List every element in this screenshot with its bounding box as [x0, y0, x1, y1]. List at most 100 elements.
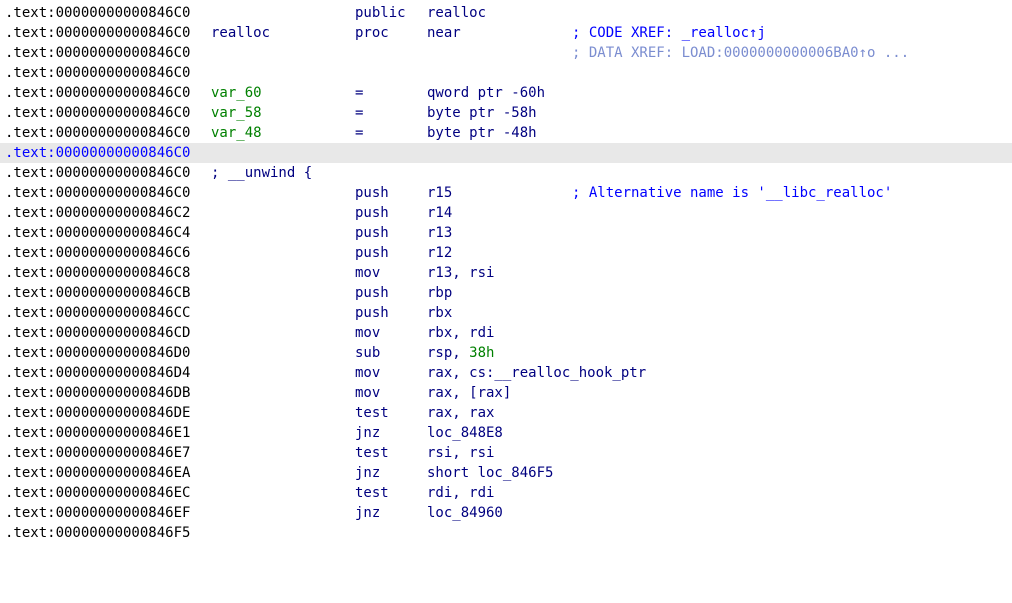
line-address: .text:00000000000846C8 [5, 265, 191, 281]
instruction-mnemonic: push [355, 285, 389, 301]
immediate-value: 38h [469, 345, 495, 361]
instruction-operands[interactable]: r13, rsi [427, 265, 495, 281]
instruction-operands[interactable]: rbx, rdi [427, 325, 495, 341]
instruction-operands[interactable]: rsi, rsi [427, 445, 495, 461]
instruction-mnemonic: jnz [355, 465, 381, 481]
line-address: .text:00000000000846E7 [5, 445, 191, 461]
instruction-mnemonic: push [355, 305, 389, 321]
instruction-mnemonic: push [355, 245, 389, 261]
instruction-mnemonic: test [355, 445, 389, 461]
listing-line[interactable]: .text:00000000000846DE test rax, rax [0, 403, 1012, 423]
listing-line-selected[interactable]: .text:00000000000846C0 [0, 143, 1012, 163]
line-address: .text:00000000000846C4 [5, 225, 191, 241]
instruction-operands[interactable]: rax, cs:__realloc_hook_ptr [427, 365, 647, 381]
listing-line[interactable]: .text:00000000000846C0 ; __unwind { [0, 163, 1012, 183]
instruction-mnemonic: push [355, 225, 389, 241]
line-address: .text:00000000000846EF [5, 505, 191, 521]
line-directive: public [355, 5, 406, 21]
listing-line[interactable]: .text:00000000000846C0 push r15 ; Altern… [0, 183, 1012, 203]
listing-line[interactable]: .text:00000000000846CD mov rbx, rdi [0, 323, 1012, 343]
unwind-comment: ; __unwind { [211, 165, 313, 181]
line-address: .text:00000000000846CB [5, 285, 191, 301]
line-operands: byte ptr -58h [427, 105, 537, 121]
listing-line[interactable]: .text:00000000000846E7 test rsi, rsi [0, 443, 1012, 463]
line-directive: = [355, 85, 364, 101]
instruction-mnemonic: push [355, 205, 389, 221]
instruction-mnemonic: test [355, 405, 389, 421]
listing-line[interactable]: .text:00000000000846EC test rdi, rdi [0, 483, 1012, 503]
stack-variable[interactable]: var_60 [211, 85, 262, 101]
line-address: .text:00000000000846C0 [5, 145, 191, 161]
line-address: .text:00000000000846C0 [5, 125, 191, 141]
line-address: .text:00000000000846D0 [5, 345, 191, 361]
xref-comment[interactable]: ; DATA XREF: LOAD:0000000000006BA0↑o ... [572, 45, 910, 61]
listing-line[interactable]: .text:00000000000846C2 push r14 [0, 203, 1012, 223]
listing-line[interactable]: .text:00000000000846E1 jnz loc_848E8 [0, 423, 1012, 443]
instruction-operands[interactable]: rax, rax [427, 405, 495, 421]
line-address: .text:00000000000846C0 [5, 65, 191, 81]
line-operands: byte ptr -48h [427, 125, 537, 141]
listing-line[interactable]: .text:00000000000846F5 [0, 523, 1012, 543]
instruction-operands[interactable]: r14 [427, 205, 453, 221]
listing-line[interactable]: .text:00000000000846D4 mov rax, cs:__rea… [0, 363, 1012, 383]
line-comment: ; Alternative name is '__libc_realloc' [572, 185, 893, 201]
listing-line[interactable]: .text:00000000000846C0 var_60 = qword pt… [0, 83, 1012, 103]
line-address: .text:00000000000846CC [5, 305, 191, 321]
listing-line[interactable]: .text:00000000000846C4 push r13 [0, 223, 1012, 243]
jump-target[interactable]: loc_848E8 [427, 425, 503, 441]
line-address: .text:00000000000846C0 [5, 85, 191, 101]
function-label[interactable]: realloc [211, 25, 271, 41]
xref-comment[interactable]: ; CODE XREF: _realloc↑j [572, 25, 766, 41]
listing-line[interactable]: .text:00000000000846C0 ; DATA XREF: LOAD… [0, 43, 1012, 63]
line-address: .text:00000000000846EA [5, 465, 191, 481]
instruction-mnemonic: sub [355, 345, 381, 361]
instruction-mnemonic: jnz [355, 505, 381, 521]
instruction-operands[interactable]: rsp, 38h [427, 345, 495, 361]
listing-line[interactable]: .text:00000000000846EA jnz short loc_846… [0, 463, 1012, 483]
instruction-mnemonic: jnz [355, 425, 381, 441]
line-address: .text:00000000000846DB [5, 385, 191, 401]
line-address: .text:00000000000846C6 [5, 245, 191, 261]
listing-line[interactable]: .text:00000000000846C0 var_58 = byte ptr… [0, 103, 1012, 123]
line-address: .text:00000000000846C0 [5, 105, 191, 121]
instruction-operands[interactable]: rax, [rax] [427, 385, 512, 401]
instruction-mnemonic: push [355, 185, 389, 201]
line-address: .text:00000000000846F5 [5, 525, 191, 541]
instruction-operands[interactable]: rdi, rdi [427, 485, 495, 501]
line-address: .text:00000000000846C0 [5, 165, 191, 181]
instruction-operands[interactable]: r15 [427, 185, 453, 201]
listing-line[interactable]: .text:00000000000846DB mov rax, [rax] [0, 383, 1012, 403]
line-directive: proc [355, 25, 389, 41]
instruction-operands[interactable]: r13 [427, 225, 453, 241]
line-directive: = [355, 125, 364, 141]
line-operands[interactable]: realloc [427, 5, 487, 21]
line-address: .text:00000000000846C0 [5, 25, 191, 41]
instruction-operands[interactable]: rbp [427, 285, 453, 301]
listing-line[interactable]: .text:00000000000846CC push rbx [0, 303, 1012, 323]
line-address: .text:00000000000846E1 [5, 425, 191, 441]
listing-line[interactable]: .text:00000000000846C0 public realloc [0, 3, 1012, 23]
listing-line[interactable]: .text:00000000000846C6 push r12 [0, 243, 1012, 263]
line-directive: = [355, 105, 364, 121]
instruction-mnemonic: mov [355, 325, 381, 341]
jump-target[interactable]: short loc_846F5 [427, 465, 554, 481]
listing-line[interactable]: .text:00000000000846C0 realloc proc near… [0, 23, 1012, 43]
line-address: .text:00000000000846C0 [5, 185, 191, 201]
listing-line[interactable]: .text:00000000000846D0 sub rsp, 38h [0, 343, 1012, 363]
stack-variable[interactable]: var_48 [211, 125, 262, 141]
listing-line[interactable]: .text:00000000000846C0 [0, 63, 1012, 83]
instruction-mnemonic: mov [355, 385, 381, 401]
instruction-operands[interactable]: rbx [427, 305, 453, 321]
listing-line[interactable]: .text:00000000000846CB push rbp [0, 283, 1012, 303]
listing-line[interactable]: .text:00000000000846C8 mov r13, rsi [0, 263, 1012, 283]
listing-line[interactable]: .text:00000000000846EF jnz loc_84960 [0, 503, 1012, 523]
line-address: .text:00000000000846DE [5, 405, 191, 421]
line-address: .text:00000000000846D4 [5, 365, 191, 381]
instruction-mnemonic: test [355, 485, 389, 501]
listing-line[interactable]: .text:00000000000846C0 var_48 = byte ptr… [0, 123, 1012, 143]
instruction-mnemonic: mov [355, 365, 381, 381]
instruction-operands[interactable]: r12 [427, 245, 453, 261]
jump-target[interactable]: loc_84960 [427, 505, 503, 521]
instruction-mnemonic: mov [355, 265, 381, 281]
stack-variable[interactable]: var_58 [211, 105, 262, 121]
